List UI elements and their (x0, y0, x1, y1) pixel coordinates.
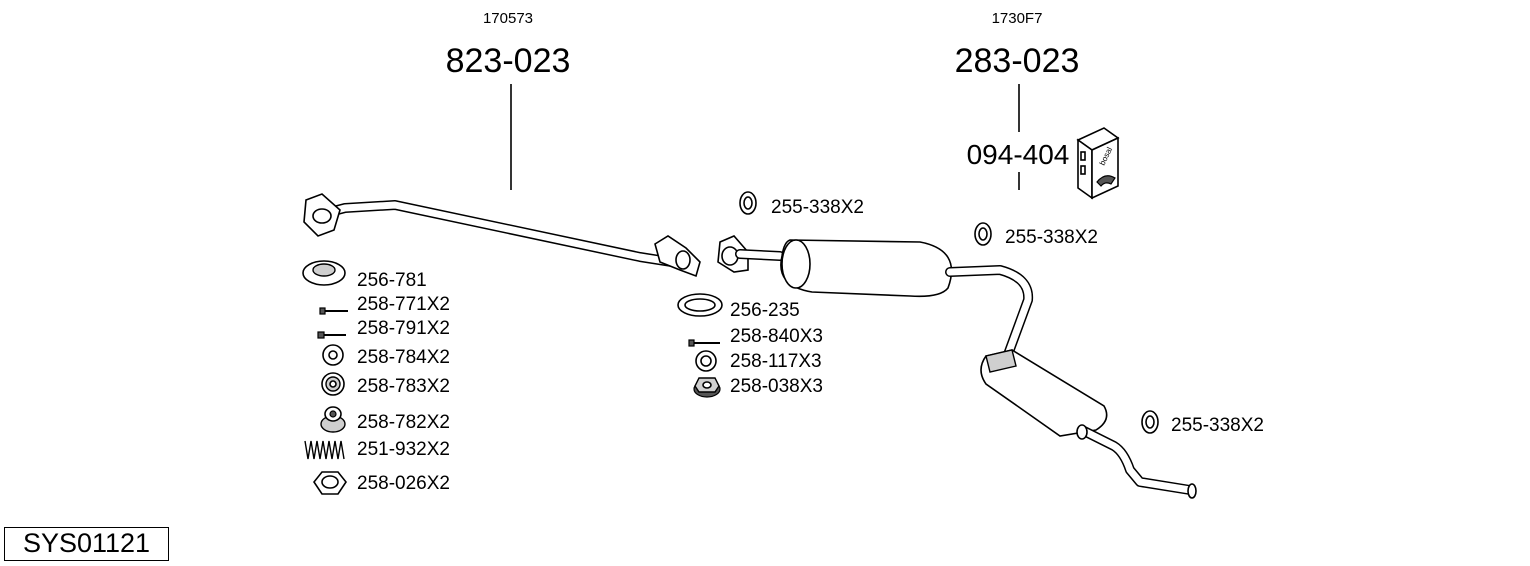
rubber-mount-icon-1[interactable] (739, 191, 757, 215)
part-label-258-782X2[interactable]: 258-782X2 (357, 412, 450, 433)
rubber-mount-icon-2[interactable] (974, 222, 992, 246)
hex-nut-icon[interactable] (313, 471, 347, 495)
middle-nut-icon[interactable] (693, 377, 721, 398)
mount-label-2[interactable]: 255-338X2 (1005, 227, 1098, 248)
front-pipe-ref: 170573 (483, 10, 533, 27)
part-label-251-932X2[interactable]: 251-932X2 (357, 439, 450, 460)
part-label-258-038X3[interactable]: 258-038X3 (730, 376, 823, 397)
bolt-short-icon[interactable] (317, 331, 346, 339)
rear-section-ref: 1730F7 (992, 10, 1043, 27)
part-label-258-771X2[interactable]: 258-771X2 (357, 294, 450, 315)
middle-bolt-icon[interactable] (688, 339, 720, 347)
kit-box-icon[interactable]: bosal (1076, 127, 1120, 200)
gasket-ring-icon[interactable] (302, 260, 346, 286)
conical-nut-icon[interactable] (320, 406, 346, 433)
part-label-256-235[interactable]: 256-235 (730, 300, 800, 321)
spring-icon[interactable] (304, 440, 345, 460)
mount-label-3[interactable]: 255-338X2 (1171, 415, 1264, 436)
rear-silencer-section[interactable] (717, 235, 1197, 499)
middle-washer-icon[interactable] (695, 350, 717, 372)
rear-section-part-number[interactable]: 283-023 (955, 42, 1080, 80)
part-label-258-117X3[interactable]: 258-117X3 (730, 351, 822, 372)
rubber-mount-icon-3[interactable] (1141, 410, 1159, 434)
part-label-258-784X2[interactable]: 258-784X2 (357, 347, 450, 368)
spring-washer-icon[interactable] (321, 372, 345, 396)
part-label-256-781[interactable]: 256-781 (357, 270, 427, 291)
kit-part-number[interactable]: 094-404 (967, 139, 1070, 170)
front-pipe[interactable] (303, 193, 701, 278)
rear-silencer (980, 349, 1108, 437)
front-pipe-part-number[interactable]: 823-023 (446, 42, 571, 80)
part-label-258-791X2[interactable]: 258-791X2 (357, 318, 450, 339)
bolt-long-icon[interactable] (319, 307, 348, 315)
centre-silencer (780, 239, 953, 298)
system-code-box: SYS01121 (4, 527, 169, 561)
flange-gasket-icon[interactable] (677, 293, 723, 317)
mount-label-1[interactable]: 255-338X2 (771, 197, 864, 218)
part-label-258-026X2[interactable]: 258-026X2 (357, 473, 450, 494)
washer-icon[interactable] (322, 344, 344, 366)
part-label-258-783X2[interactable]: 258-783X2 (357, 376, 450, 397)
part-label-258-840X3[interactable]: 258-840X3 (730, 326, 823, 347)
